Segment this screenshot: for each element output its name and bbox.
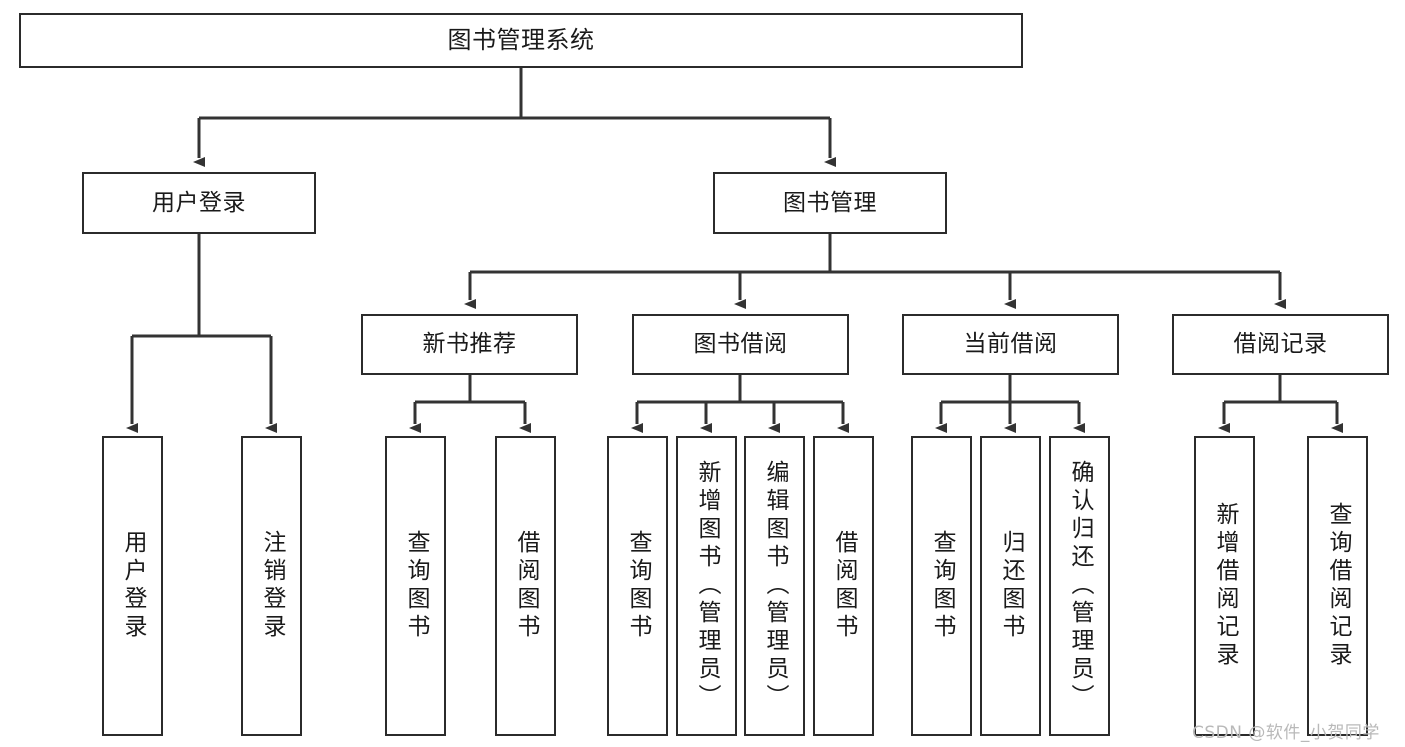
- node-label: 图书借阅: [693, 331, 788, 358]
- node-label: 查询借阅记录: [1325, 502, 1351, 670]
- node-label: 借阅图书: [831, 530, 857, 642]
- node-label: 图书管理系统: [447, 25, 595, 54]
- node-label: 注销登录: [259, 530, 285, 642]
- node-root-system[interactable]: 图书管理系统: [19, 13, 1023, 68]
- node-user-login[interactable]: 用户登录: [82, 172, 316, 234]
- node-label: 确认归还（管理员）: [1067, 460, 1093, 712]
- node-label: 图书管理: [783, 189, 877, 216]
- leaf-record-query-record[interactable]: 查询借阅记录: [1307, 436, 1368, 736]
- node-label: 借阅图书: [513, 530, 539, 642]
- watermark-text: CSDN @软件_小贺同学: [1192, 723, 1380, 743]
- leaf-borrow-borrow-book[interactable]: 借阅图书: [813, 436, 874, 736]
- leaf-current-confirm-return-admin[interactable]: 确认归还（管理员）: [1049, 436, 1110, 736]
- node-label: 查询图书: [929, 530, 955, 642]
- leaf-borrow-query-book[interactable]: 查询图书: [607, 436, 668, 736]
- leaf-record-add-record[interactable]: 新增借阅记录: [1194, 436, 1255, 736]
- leaf-user-login-signout[interactable]: 注销登录: [241, 436, 302, 736]
- node-label: 新增借阅记录: [1212, 502, 1238, 670]
- leaf-borrow-edit-book-admin[interactable]: 编辑图书（管理员）: [744, 436, 805, 736]
- node-label: 用户登录: [152, 189, 246, 216]
- node-label: 借阅记录: [1233, 331, 1328, 358]
- node-label: 编辑图书（管理员）: [762, 460, 788, 712]
- node-current-borrow[interactable]: 当前借阅: [902, 314, 1119, 375]
- node-label: 查询图书: [403, 530, 429, 642]
- leaf-borrow-add-book-admin[interactable]: 新增图书（管理员）: [676, 436, 737, 736]
- node-label: 当前借阅: [963, 331, 1058, 358]
- leaf-current-query-book[interactable]: 查询图书: [911, 436, 972, 736]
- node-label: 新增图书（管理员）: [694, 460, 720, 712]
- node-book-management[interactable]: 图书管理: [713, 172, 947, 234]
- node-label: 查询图书: [625, 530, 651, 642]
- node-label: 归还图书: [998, 530, 1024, 642]
- node-label: 用户登录: [120, 530, 146, 642]
- node-new-book-recommend[interactable]: 新书推荐: [361, 314, 578, 375]
- node-borrow-record[interactable]: 借阅记录: [1172, 314, 1389, 375]
- node-label: 新书推荐: [422, 331, 517, 358]
- leaf-recommend-borrow-book[interactable]: 借阅图书: [495, 436, 556, 736]
- node-book-borrow[interactable]: 图书借阅: [632, 314, 849, 375]
- leaf-current-return-book[interactable]: 归还图书: [980, 436, 1041, 736]
- leaf-user-login-signin[interactable]: 用户登录: [102, 436, 163, 736]
- leaf-recommend-query-book[interactable]: 查询图书: [385, 436, 446, 736]
